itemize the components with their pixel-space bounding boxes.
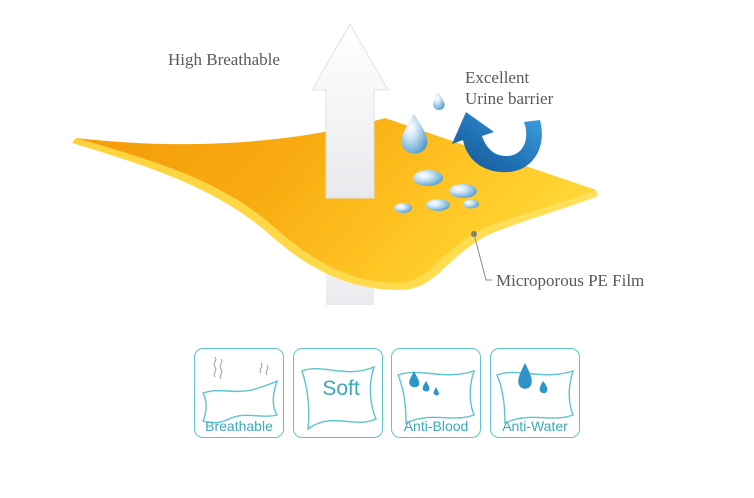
soft-fabric-icon (301, 365, 377, 431)
water-bead (449, 184, 477, 198)
breathable-arrow-upper (311, 22, 389, 199)
feature-label: Anti-Water (502, 418, 568, 434)
feature-label: Breathable (205, 418, 273, 434)
water-bead (426, 199, 450, 211)
urine-barrier-line-1: Excellent (465, 68, 530, 87)
droplets-icon (496, 363, 575, 425)
microporous-film-label: Microporous PE Film (496, 271, 645, 290)
pe-film-edge (72, 138, 598, 290)
water-bead (463, 199, 479, 209)
droplets-icon (397, 369, 476, 425)
film-callout-line (473, 233, 492, 281)
high-breathable-label: High Breathable (168, 50, 280, 69)
barrier-arrow (452, 112, 542, 173)
urine-barrier-line-2: Urine barrier (465, 89, 554, 108)
feature-label: Anti-Blood (403, 418, 469, 434)
water-bead (394, 203, 412, 213)
water-drop-small (433, 92, 445, 110)
water-bead (413, 170, 443, 186)
feature-breathable: Breathable (194, 348, 284, 438)
membrane-diagram (72, 22, 598, 305)
urine-barrier-label: Excellent Urine barrier (465, 67, 553, 109)
pe-film-sheet (76, 118, 596, 284)
breathable-waves-icon (202, 356, 279, 424)
water-drop-large (401, 114, 428, 154)
soft-word: Soft (322, 377, 360, 400)
feature-anti-water: Anti-Water (490, 348, 580, 438)
feature-anti-blood: Anti-Blood (391, 348, 481, 438)
feature-soft: Soft (293, 348, 383, 438)
